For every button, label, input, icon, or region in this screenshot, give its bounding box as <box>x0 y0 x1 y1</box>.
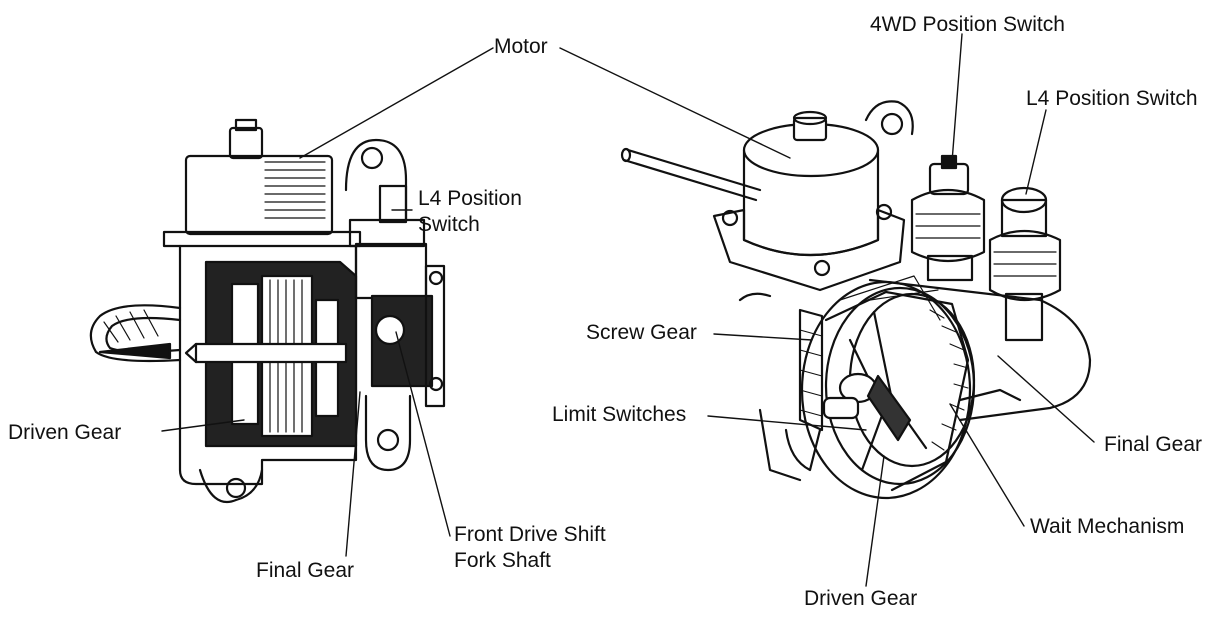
right-perspective-view <box>620 100 1092 500</box>
label-motor: Motor <box>494 35 548 58</box>
label-final-gear-right: Final Gear <box>1104 433 1203 456</box>
label-front-drive-shift-2: Fork Shaft <box>454 549 551 572</box>
label-limit-switches: Limit Switches <box>552 403 687 426</box>
label-wait-mechanism: Wait Mechanism <box>1030 515 1185 538</box>
label-driven-gear-left: Driven Gear <box>8 421 122 444</box>
label-4wd-position-switch: 4WD Position Switch <box>870 13 1065 36</box>
label-l4-position-switch-left-2: Switch <box>418 213 480 236</box>
label-driven-gear-bottom: Driven Gear <box>804 587 918 610</box>
label-screw-gear: Screw Gear <box>586 321 697 344</box>
label-l4-position-switch-right: L4 Position Switch <box>1026 87 1198 110</box>
label-final-gear-left: Final Gear <box>256 559 355 582</box>
left-sectional-view <box>89 118 446 503</box>
label-front-drive-shift-1: Front Drive Shift <box>454 523 606 546</box>
leader-lines <box>161 33 1095 587</box>
label-l4-position-switch-left-1: L4 Position <box>418 187 522 210</box>
